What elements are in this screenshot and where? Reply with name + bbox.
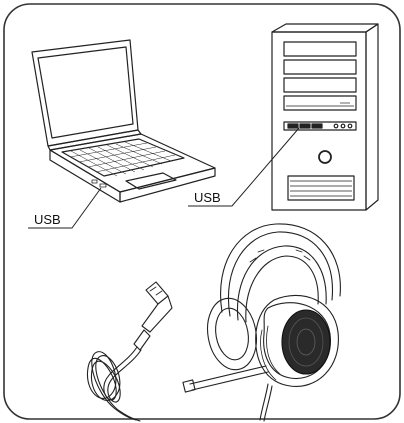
usb-cable-icon [87, 282, 172, 421]
laptop-icon [32, 40, 215, 202]
headset-icon [183, 224, 340, 421]
desktop-tower-icon [272, 24, 378, 210]
laptop-usb-label: USB [34, 212, 61, 227]
diagram-frame [4, 4, 400, 419]
pc-usb-label: USB [194, 190, 221, 205]
